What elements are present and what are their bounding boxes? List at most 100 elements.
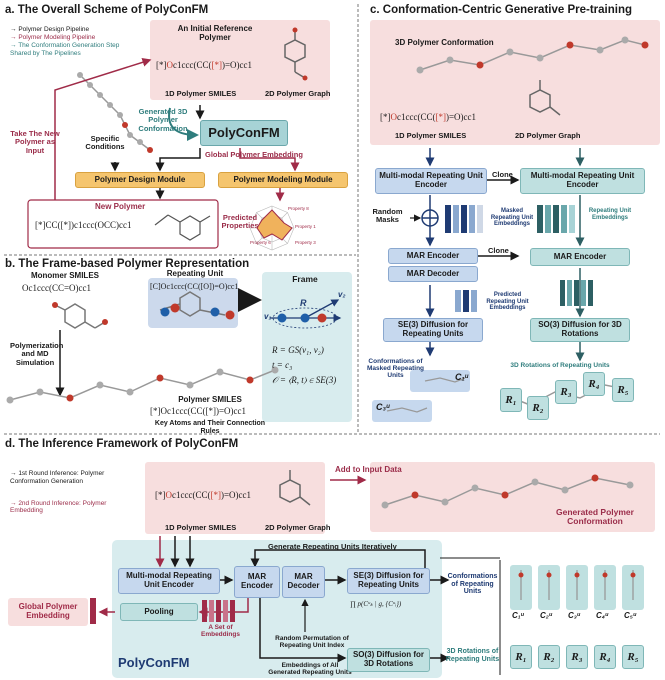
c-mm-encoder-right: Multi-modal Repeating Unit Encoder bbox=[520, 168, 645, 194]
d-global-embedding: Global Polymer Embedding bbox=[8, 598, 88, 626]
c-ru-embedding-grid bbox=[537, 205, 575, 233]
d-add-input: Add to Input Data bbox=[335, 465, 402, 474]
b-eq-t: t = c₃ bbox=[272, 360, 293, 370]
d-c2: C₂ᵘ bbox=[540, 611, 553, 620]
c-c3-label: C₃ᵘ bbox=[376, 402, 390, 412]
b-v2: v₂ bbox=[338, 290, 346, 299]
c-conf-c3-box bbox=[372, 400, 432, 422]
d-generate-iter: Generate Repeating Units Iteratively bbox=[268, 542, 397, 551]
d-mar-decoder: MAR Decoder bbox=[282, 566, 325, 598]
c-rotations: 3D Rotations of Repeating Units bbox=[510, 362, 610, 369]
a-polyconfm-box: PolyConFM bbox=[200, 120, 288, 146]
d-graph-label: 2D Polymer Graph bbox=[265, 523, 331, 532]
c-masked-embedding-grid bbox=[445, 205, 483, 233]
a-graph-label: 2D Polymer Graph bbox=[265, 89, 331, 98]
d-smiles: [*]Oc1ccc(CC([*])=O)cc1 bbox=[155, 490, 252, 500]
d-pooling: Pooling bbox=[120, 603, 198, 621]
a-radar-chart bbox=[249, 205, 295, 251]
c-smiles-label: 1D Polymer SMILES bbox=[395, 131, 467, 140]
d-c4: C₄ᵘ bbox=[596, 611, 609, 620]
b-ru-smiles: [C]Oc1ccc(CC([O])=O)cc1 bbox=[150, 282, 239, 291]
panel-b-title: b. The Frame-based Polymer Representatio… bbox=[5, 258, 250, 270]
c-conf-3d: 3D Polymer Conformation bbox=[395, 38, 494, 47]
d-legend: → 1st Round Inference: Polymer Conformat… bbox=[10, 470, 120, 515]
b-eq-O: 𝒪 = ⟨R, t⟩ ∈ SE(3) bbox=[272, 375, 337, 385]
d-legend-1: → 1st Round Inference: Polymer Conformat… bbox=[10, 470, 105, 485]
a-legend-modeling: → Polymer Modeling Pipeline bbox=[10, 34, 96, 42]
c-r1: R₁ bbox=[500, 388, 522, 412]
panel-c-title: c. Conformation-Centric Generative Pre-t… bbox=[370, 4, 632, 16]
c-mar-encoder-right: MAR Encoder bbox=[530, 248, 630, 266]
d-output-box bbox=[370, 462, 655, 532]
c-smiles: [*]Oc1ccc(CC([*])=O)cc1 bbox=[380, 112, 477, 122]
b-frame-box bbox=[262, 272, 352, 422]
a-modeling-module: Polymer Modeling Module bbox=[218, 172, 348, 188]
c-so3-diffusion: SO(3) Diffusion for 3D Rotations bbox=[530, 318, 630, 342]
a-design-module: Polymer Design Module bbox=[75, 172, 205, 188]
panel-d-title: d. The Inference Framework of PolyConFM bbox=[5, 438, 239, 450]
b-monomer-label: Monomer SMILES bbox=[30, 271, 99, 280]
b-polymer-smiles-label: Polymer SMILES bbox=[178, 395, 242, 404]
d-r1: R₁ bbox=[510, 645, 532, 669]
b-polymer-smiles: [*]Oc1ccc(CC([*])=O)cc1 bbox=[150, 406, 247, 416]
d-generated-conf: Generated Polymer Conformation bbox=[556, 507, 634, 527]
a-smiles-label: 1D Polymer SMILES bbox=[165, 89, 237, 98]
c-top-box bbox=[370, 20, 660, 145]
a-reference-box bbox=[150, 20, 330, 100]
a-conformation-chain bbox=[77, 72, 153, 153]
c-r3: R₃ bbox=[555, 380, 577, 404]
d-graph-icon bbox=[279, 470, 311, 506]
b-frame-drawing bbox=[270, 299, 342, 329]
a-global-embedding: Global Polymer Embedding bbox=[205, 150, 303, 159]
b-R: R bbox=[300, 298, 307, 308]
a-prop-6: Property 6 bbox=[250, 240, 271, 245]
c-masked-embeddings: Masked Repeating Unit Embeddings bbox=[490, 208, 534, 228]
a-new-polymer-box bbox=[27, 199, 219, 249]
a-legend: → Polymer Design Pipeline → Polymer Mode… bbox=[10, 26, 140, 59]
d-r5: R₅ bbox=[622, 645, 644, 669]
c-r4: R₄ bbox=[583, 372, 605, 396]
d-se3-diffusion: SE(3) Diffusion for Repeating Units bbox=[347, 568, 430, 594]
b-frame-label: Frame bbox=[292, 274, 318, 284]
c-r5: R₅ bbox=[612, 378, 634, 402]
c-clone-1: Clone bbox=[492, 170, 513, 179]
d-embedding-set bbox=[202, 600, 235, 622]
d-input-box bbox=[145, 462, 325, 534]
a-predicted-props: Predicted Properties bbox=[221, 213, 259, 231]
d-c1: C₁ᵘ bbox=[512, 611, 524, 620]
c-mar-encoder-left: MAR Encoder bbox=[388, 248, 478, 264]
d-r4: R₄ bbox=[594, 645, 616, 669]
d-set-embeddings: A Set of Embeddings bbox=[200, 624, 240, 639]
a-legend-design: → Polymer Design Pipeline bbox=[10, 26, 90, 33]
d-c3: C₃ᵘ bbox=[568, 611, 581, 620]
d-formula: ∏ p(Cᵘₖ | g, {Cᵘᵢ}) bbox=[350, 600, 402, 608]
d-generated-chain bbox=[381, 474, 634, 509]
c-conf-c1-box bbox=[410, 370, 470, 392]
c-graph-label: 2D Polymer Graph bbox=[515, 131, 581, 140]
c-random-masks: Random Masks bbox=[372, 207, 403, 225]
d-embeddings-all: Embeddings of All Generated Repeating Un… bbox=[268, 662, 352, 677]
d-mar-encoder: MAR Encoder bbox=[234, 566, 280, 598]
a-initial-polymer: An Initial Reference Polymer bbox=[177, 24, 253, 42]
c-conformation-chain bbox=[416, 36, 649, 74]
d-random-perm: Random Permutation of Repeating Unit Ind… bbox=[275, 635, 349, 650]
a-generated-conf: Generated 3D Polymer Conformation bbox=[138, 107, 188, 133]
c-conf-masked: Conformations of Masked Repeating Units bbox=[366, 358, 425, 380]
d-r2: R₂ bbox=[538, 645, 560, 669]
d-so3-diffusion: SO(3) Diffusion for 3D Rotations bbox=[347, 648, 430, 672]
a-smiles: [*]Oc1ccc(CC([*])=O)cc1 bbox=[156, 60, 253, 70]
d-c5: C₅ᵘ bbox=[624, 611, 637, 620]
a-take-new: Take The New Polymer as Input bbox=[10, 129, 60, 155]
d-r3: R₃ bbox=[566, 645, 588, 669]
b-polymer-chain bbox=[6, 366, 279, 404]
d-conf-ru: Conformations of Repeating Units bbox=[447, 573, 498, 596]
panel-a-title: a. The Overall Scheme of PolyConFM bbox=[5, 4, 209, 16]
a-prop-8: Property 8 bbox=[288, 206, 309, 211]
b-v1: v₁ bbox=[264, 312, 272, 321]
d-legend-2: → 2nd Round Inference: Polymer Embedding bbox=[10, 499, 107, 515]
d-mm-encoder: Multi-modal Repeating Unit Encoder bbox=[118, 568, 220, 594]
c-clone-2: Clone bbox=[488, 246, 509, 255]
b-eq-R: R = GS(v₁, v₂) bbox=[272, 345, 324, 355]
c-predicted-embeddings: Predicted Repeating Unit Embeddings bbox=[486, 292, 529, 312]
a-specific-conditions: Specific Conditions bbox=[85, 134, 125, 152]
